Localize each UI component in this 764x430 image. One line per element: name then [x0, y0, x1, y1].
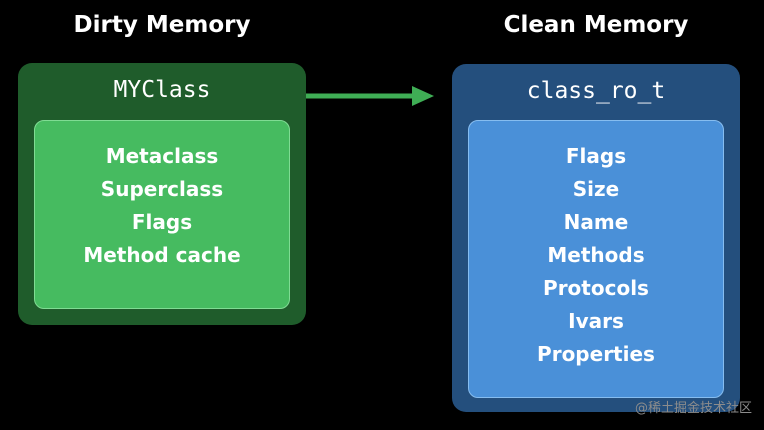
field-name: Name	[563, 210, 629, 234]
field-flags: Flags	[131, 210, 193, 234]
right-arrow-icon	[306, 86, 434, 106]
dirty-memory-heading: Dirty Memory	[73, 12, 251, 38]
field-metaclass: Metaclass	[105, 144, 219, 168]
dirty-fields-panel: Metaclass Superclass Flags Method cache	[34, 120, 290, 309]
field-ivars: Ivars	[568, 309, 624, 333]
clean-field-list: Flags Size Name Methods Protocols Ivars …	[469, 140, 723, 371]
arrow-head	[412, 86, 434, 106]
class-ro-t-title: class_ro_t	[526, 78, 666, 104]
myclass-title: MYClass	[113, 77, 211, 103]
dirty-memory-class-box: MYClass Metaclass Superclass Flags Metho…	[18, 63, 306, 325]
clean-fields-panel: Flags Size Name Methods Protocols Ivars …	[468, 120, 724, 398]
field-flags: Flags	[565, 144, 627, 168]
field-properties: Properties	[537, 342, 655, 366]
field-superclass: Superclass	[100, 177, 224, 201]
clean-memory-heading: Clean Memory	[503, 12, 689, 38]
field-size: Size	[572, 177, 620, 201]
dirty-field-list: Metaclass Superclass Flags Method cache	[35, 140, 289, 272]
field-method-cache: Method cache	[83, 243, 241, 267]
watermark-text: @稀土掘金技术社区	[634, 401, 752, 416]
field-methods: Methods	[547, 243, 645, 267]
clean-memory-class-box: class_ro_t Flags Size Name Methods Proto…	[452, 64, 740, 412]
field-protocols: Protocols	[543, 276, 649, 300]
